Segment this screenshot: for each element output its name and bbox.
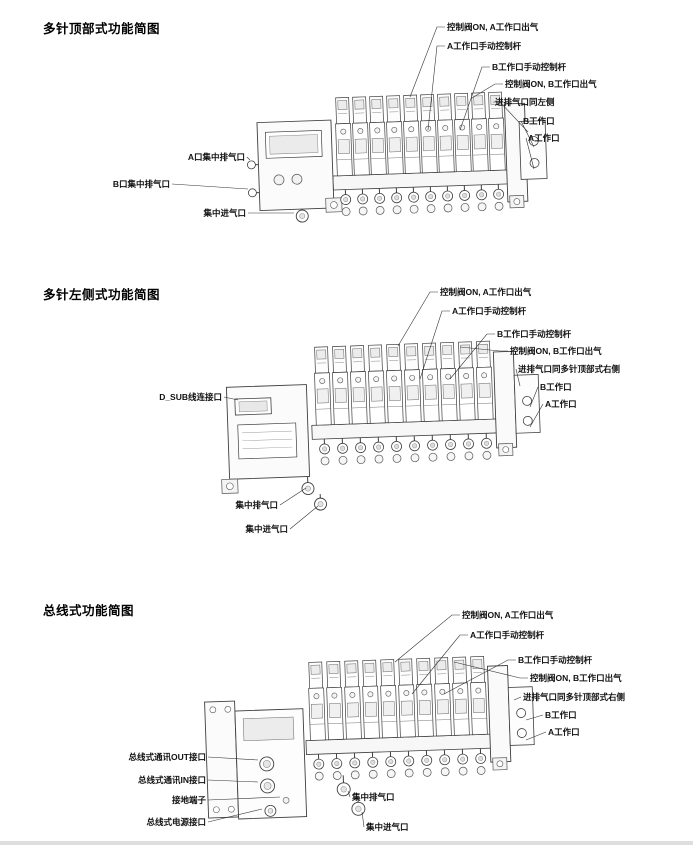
callout-valve-on-b-output: 控制阀ON, B工作口出气	[505, 79, 597, 89]
section-title-multi-pin-left: 多针左侧式功能简图	[43, 288, 161, 302]
callout-a-port-manual-lever: A工作口手动控制杆	[447, 41, 522, 51]
manifold-body	[204, 655, 535, 820]
callout-a-port-manual-lever: A工作口手动控制杆	[470, 630, 545, 640]
callout-b-port-manual-lever: B工作口手动控制杆	[518, 655, 593, 665]
callout-a-work-port: A工作口	[528, 133, 560, 143]
callout-b-work-port: B工作口	[540, 382, 572, 392]
leader-lines	[207, 614, 547, 828]
callout-a-central-exhaust: A口集中排气口	[187, 152, 245, 162]
callout-bus-comm-out: 总线式通讯OUT接口	[128, 752, 206, 762]
callout-bus-power: 总线式电源接口	[146, 817, 206, 827]
callout-exhaust-same-as-left: 进排气口同左侧	[495, 97, 555, 107]
section-multi-pin-left: 多针左侧式功能简图	[0, 270, 693, 570]
manifold-illustration-bus-type	[204, 614, 547, 828]
section-bus-type: 总线式功能简图	[0, 570, 693, 845]
callout-valve-on-a-output: 控制阀ON, A工作口出气	[440, 287, 532, 297]
callout-exhaust-same-as-top-right: 进排气口同多针顶部式右侧	[523, 692, 626, 702]
manifold-illustration-left-type	[221, 291, 544, 530]
callout-central-exhaust: 集中排气口	[235, 500, 278, 510]
callout-valve-on-a-output: 控制阀ON, A工作口出气	[447, 22, 539, 32]
callout-b-port-manual-lever: B工作口手动控制杆	[492, 62, 567, 72]
callout-central-intake: 集中进气口	[245, 524, 288, 534]
section-multi-pin-top: 多针顶部式功能简图	[0, 0, 693, 270]
callout-b-port-manual-lever: B工作口手动控制杆	[497, 329, 572, 339]
callout-central-intake: 集中进气口	[203, 208, 246, 218]
callout-central-exhaust: 集中排气口	[352, 792, 395, 802]
callout-b-central-exhaust: B口集中排气口	[112, 179, 170, 189]
section-title-multi-pin-top: 多针顶部式功能简图	[43, 22, 161, 36]
callout-ground-terminal: 接地端子	[171, 795, 206, 805]
manifold-body	[247, 91, 548, 223]
callout-valve-on-a-output: 控制阀ON, A工作口出气	[462, 610, 554, 620]
callout-exhaust-same-as-top-right: 进排气口同多针顶部式右侧	[518, 364, 621, 374]
callout-a-work-port: A工作口	[548, 727, 580, 737]
callout-valve-on-b-output: 控制阀ON, B工作口出气	[530, 673, 622, 683]
manifold-illustration-top-type	[171, 26, 548, 223]
callout-dsub-connector: D_SUB线连接口	[159, 392, 222, 402]
callout-central-intake: 集中进气口	[366, 822, 409, 832]
callout-a-port-manual-lever: A工作口手动控制杆	[452, 306, 527, 316]
leader-lines	[223, 291, 544, 530]
leader-lines	[171, 26, 535, 214]
callout-b-work-port: B工作口	[523, 116, 555, 126]
manifold-body	[221, 340, 541, 511]
callout-b-work-port: B工作口	[545, 710, 577, 720]
page-bottom-edge	[0, 841, 693, 845]
callout-a-work-port: A工作口	[545, 399, 577, 409]
callout-bus-comm-in: 总线式通讯IN接口	[137, 775, 206, 785]
section-title-bus-type: 总线式功能简图	[43, 604, 135, 618]
callout-valve-on-b-output: 控制阀ON, B工作口出气	[510, 346, 602, 356]
